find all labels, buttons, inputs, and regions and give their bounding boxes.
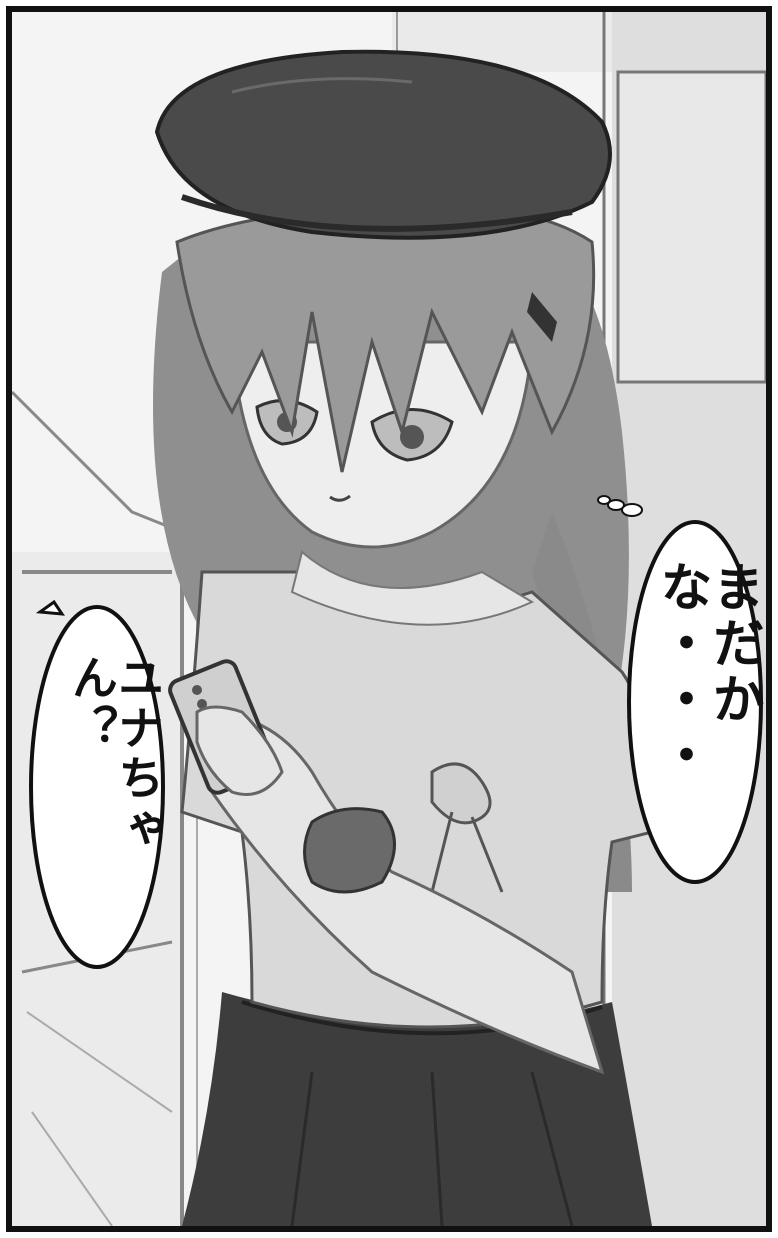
bow — [430, 762, 492, 825]
arm — [200, 710, 605, 1075]
manga-illustration — [12, 12, 766, 1226]
beret — [154, 49, 612, 240]
thought-dots — [597, 495, 643, 517]
manga-panel: まだかな・・・ ユナちゃん？ — [6, 6, 772, 1232]
shoulders — [290, 550, 535, 626]
hand — [195, 705, 284, 796]
speech-text-left: ユナちゃん？ — [65, 654, 165, 854]
speech-bubble-right — [627, 520, 763, 884]
shirt — [180, 570, 656, 1029]
mouth — [329, 494, 351, 502]
speech-text-right: まだかな・・・ — [651, 560, 763, 784]
eyes — [255, 399, 454, 462]
hair-clip — [527, 292, 557, 342]
door-window — [616, 70, 766, 384]
scrunchie — [303, 807, 396, 894]
speech-bubble-left — [29, 599, 165, 969]
